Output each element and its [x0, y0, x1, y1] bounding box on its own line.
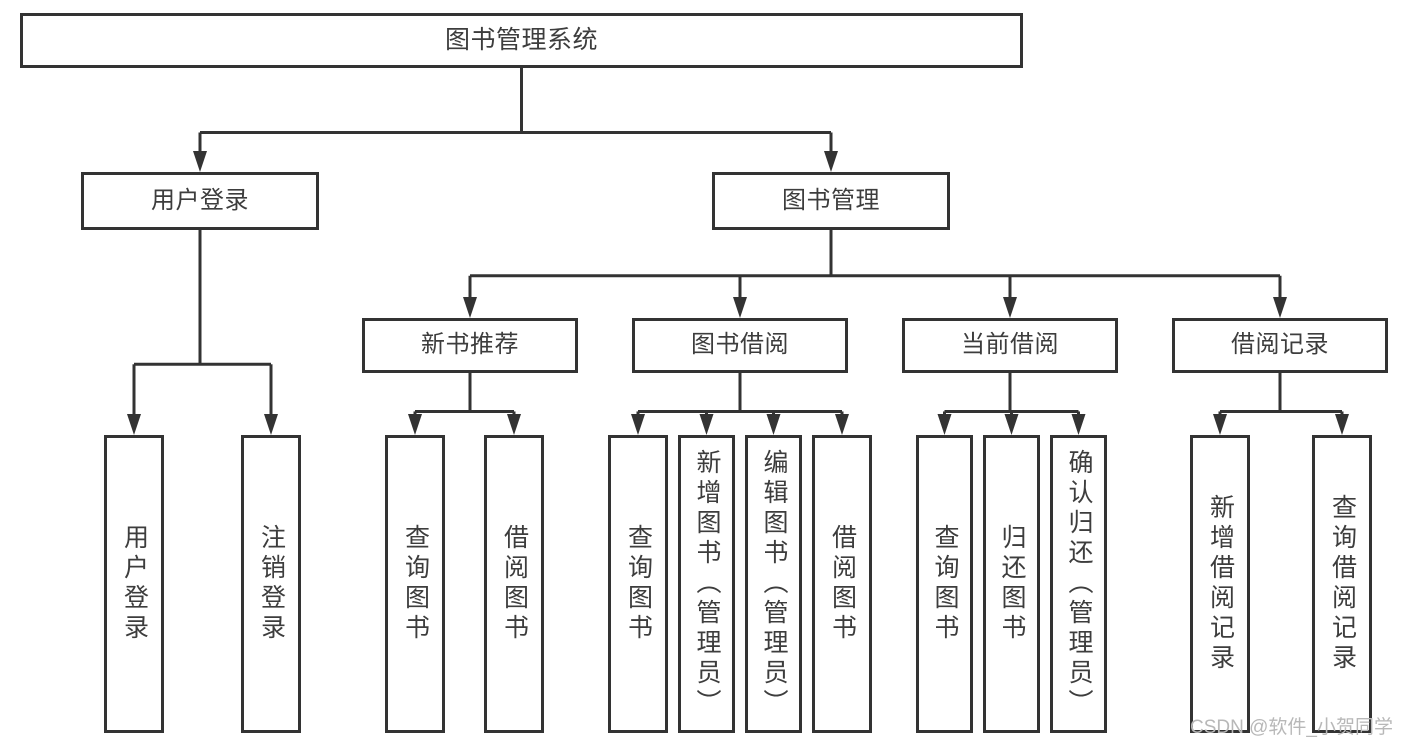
- arrowhead-icon: [699, 414, 714, 435]
- node-leaf-add-book[interactable]: 新增图书（管理员）: [678, 435, 735, 733]
- node-leaf-return-book[interactable]: 归还图书: [983, 435, 1040, 733]
- node-label-leaf-confirm-return: 确认归还（管理员）: [1065, 449, 1093, 719]
- node-new-book-rec[interactable]: 新书推荐: [362, 318, 578, 373]
- node-leaf-edit-book[interactable]: 编辑图书（管理员）: [745, 435, 802, 733]
- node-label-leaf-logout: 注销登录: [257, 524, 286, 644]
- node-borrow-record[interactable]: 借阅记录: [1172, 318, 1388, 373]
- node-label-user-login: 用户登录: [151, 186, 249, 214]
- node-label-book-borrow: 图书借阅: [691, 331, 789, 359]
- node-leaf-user-login[interactable]: 用户登录: [104, 435, 164, 733]
- node-label-current-borrow: 当前借阅: [961, 331, 1059, 359]
- arrowhead-icon: [1071, 414, 1086, 435]
- node-book-manage[interactable]: 图书管理: [712, 172, 950, 230]
- node-leaf-confirm-return[interactable]: 确认归还（管理员）: [1050, 435, 1107, 733]
- node-label-leaf-add-record: 新增借阅记录: [1206, 494, 1235, 674]
- arrowhead-icon: [1335, 414, 1349, 435]
- node-root[interactable]: 图书管理系统: [20, 13, 1023, 68]
- node-book-borrow[interactable]: 图书借阅: [632, 318, 848, 373]
- node-leaf-logout[interactable]: 注销登录: [241, 435, 301, 733]
- node-label-borrow-record: 借阅记录: [1231, 331, 1329, 359]
- node-user-login[interactable]: 用户登录: [81, 172, 319, 230]
- node-label-leaf-query-record: 查询借阅记录: [1328, 494, 1357, 674]
- node-label-leaf-query-book-1: 查询图书: [401, 524, 430, 644]
- arrowhead-icon: [937, 414, 952, 435]
- arrowhead-icon: [193, 151, 207, 172]
- arrowhead-icon: [1273, 297, 1287, 318]
- arrowhead-icon: [264, 414, 278, 435]
- arrowhead-icon: [824, 151, 838, 172]
- node-label-leaf-query-book-3: 查询图书: [931, 524, 959, 644]
- arrowhead-icon: [507, 414, 521, 435]
- node-current-borrow[interactable]: 当前借阅: [902, 318, 1118, 373]
- arrowhead-icon: [408, 414, 422, 435]
- node-label-book-manage: 图书管理: [782, 186, 880, 214]
- node-leaf-borrow-book-2[interactable]: 借阅图书: [812, 435, 872, 733]
- node-leaf-query-book-2[interactable]: 查询图书: [608, 435, 668, 733]
- arrowhead-icon: [1003, 297, 1017, 318]
- arrowhead-icon: [1213, 414, 1227, 435]
- arrowhead-icon: [463, 297, 477, 318]
- node-label-leaf-edit-book: 编辑图书（管理员）: [760, 449, 788, 719]
- node-label-leaf-borrow-book-2: 借阅图书: [828, 524, 857, 644]
- node-leaf-add-record[interactable]: 新增借阅记录: [1190, 435, 1250, 733]
- node-leaf-query-record[interactable]: 查询借阅记录: [1312, 435, 1372, 733]
- arrowhead-icon: [1004, 414, 1019, 435]
- arrowhead-icon: [127, 414, 141, 435]
- node-label-leaf-user-login: 用户登录: [120, 524, 149, 644]
- node-label-leaf-query-book-2: 查询图书: [624, 524, 653, 644]
- node-label-leaf-borrow-book-1: 借阅图书: [500, 524, 529, 644]
- node-label-root: 图书管理系统: [444, 25, 598, 54]
- node-label-leaf-add-book: 新增图书（管理员）: [693, 449, 721, 719]
- node-leaf-borrow-book-1[interactable]: 借阅图书: [484, 435, 544, 733]
- arrowhead-icon: [631, 414, 645, 435]
- node-label-new-book-rec: 新书推荐: [421, 331, 519, 359]
- arrowhead-icon: [835, 414, 849, 435]
- arrowhead-icon: [733, 297, 747, 318]
- arrowhead-icon: [766, 414, 781, 435]
- node-leaf-query-book-3[interactable]: 查询图书: [916, 435, 973, 733]
- node-label-leaf-return-book: 归还图书: [998, 524, 1026, 644]
- node-leaf-query-book-1[interactable]: 查询图书: [385, 435, 445, 733]
